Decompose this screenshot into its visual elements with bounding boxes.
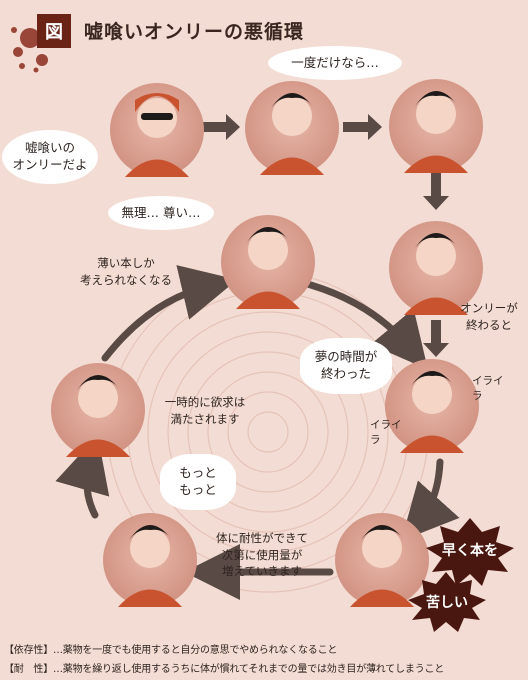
ink-splatter (11, 27, 48, 73)
footer-dependence: 【依存性】…薬物を一度でも使用すると自分の意思でやめられなくなること (4, 645, 338, 656)
burst-painful-text: 苦しい (426, 595, 468, 611)
arrow-temp-to-thin (101, 265, 238, 362)
label-tolerance: 体に耐性ができて 次第に使用量が 増えていきます (216, 531, 308, 579)
character-hesitant (245, 81, 339, 175)
arrow-dream-to-hurry (401, 458, 460, 541)
arrow-more-to-temp (55, 435, 110, 519)
bubble-dream-over: 夢の時間が 終わった (300, 338, 392, 394)
character-holding-book (389, 79, 483, 173)
bubble-usogui-only: 嘘喰いの オンリーだよ (2, 130, 98, 184)
character-angry (389, 221, 483, 315)
character-craving (103, 513, 197, 607)
character-satisfied (51, 363, 145, 457)
arrow-down-2 (423, 320, 449, 357)
bubble-impossible: 無理… 尊い… (108, 196, 214, 230)
label-temporarily-satisfied: 一時的に欲求は 満たされます (164, 395, 246, 426)
label-thin-books: 薄い本しか 考えられなくなる (80, 256, 172, 287)
character-distressed (385, 359, 479, 453)
arrow-down-1 (423, 170, 449, 210)
page-title: 嘘喰いオンリーの悪循環 (84, 21, 305, 43)
arrow-right-1 (200, 114, 240, 140)
top-arrows (200, 114, 449, 357)
character-panicked (335, 513, 429, 607)
label-only-ends: オンリーが 終わると (460, 301, 518, 332)
footer-tolerance: 【耐 性】…薬物を繰り返し使用するうちに体が慣れてそれまでの量では効き目が薄れて… (4, 664, 445, 675)
arrow-right-2 (343, 114, 382, 140)
bubble-more: もっと もっと (160, 454, 236, 510)
starburst-painful (408, 572, 486, 632)
character-blissful (221, 215, 315, 309)
cycle-arrows (55, 265, 460, 600)
label-irritated-left: イライラ (370, 419, 402, 447)
starburst-hurry (426, 518, 514, 586)
burst-hurry-text: 早く本を (442, 543, 498, 559)
bubble-just-once: 一度だけなら… (268, 46, 402, 80)
arrow-thin-to-only (296, 278, 428, 370)
label-irritated-right: イライラ (472, 375, 504, 403)
figure-badge: 図 (37, 14, 71, 48)
character-sunglasses (110, 83, 204, 177)
